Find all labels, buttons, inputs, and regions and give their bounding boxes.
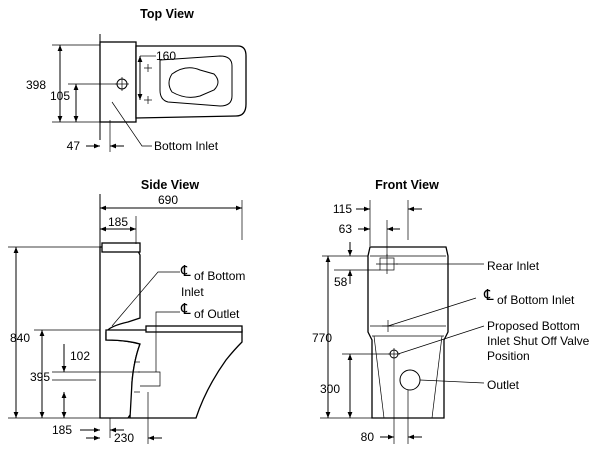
top-view: Top View 398 105 160 xyxy=(26,7,247,153)
shut-off-label-2: Inlet Shut Off Valve xyxy=(487,334,590,348)
seat-outline xyxy=(159,55,233,107)
outlet-leader xyxy=(419,379,485,384)
cl-bottom-inlet-label-b: Inlet xyxy=(181,285,204,299)
side-seat xyxy=(145,325,243,333)
front-view: Front View 115 63 xyxy=(312,178,590,444)
cl-outlet-leader xyxy=(155,311,180,372)
dim-185-top: 185 xyxy=(108,215,128,229)
front-body xyxy=(367,246,449,419)
cl-symbol-side-1: ℄ xyxy=(180,263,191,280)
side-view: Side View 690 185 840 102 3 xyxy=(8,178,245,445)
dim-80: 80 xyxy=(361,430,375,444)
dim-770: 770 xyxy=(312,331,332,345)
cl-outlet-label: of Outlet xyxy=(194,307,240,321)
bowl-opening xyxy=(168,67,219,98)
dim-398: 398 xyxy=(26,78,46,92)
inlet-marker-bottom xyxy=(144,96,152,104)
rear-inlet-label: Rear Inlet xyxy=(487,259,540,273)
dim-102: 102 xyxy=(70,349,90,363)
dim-300: 300 xyxy=(320,382,340,396)
bottom-inlet-leader xyxy=(111,101,152,147)
cl-symbol-front: ℄ xyxy=(483,287,494,304)
dim-840: 840 xyxy=(10,331,30,345)
dim-185-bottom: 185 xyxy=(52,423,72,437)
dim-160: 160 xyxy=(156,49,176,63)
dim-230: 230 xyxy=(114,431,134,445)
dim-395: 395 xyxy=(30,370,50,384)
side-bowl-body xyxy=(105,329,243,419)
dim-58: 58 xyxy=(334,275,348,289)
outlet-label: Outlet xyxy=(487,378,520,392)
dim-690: 690 xyxy=(158,193,178,207)
cl-front-leader xyxy=(387,297,477,327)
side-view-title: Side View xyxy=(141,178,199,192)
cl-front-bottom-inlet-label: of Bottom Inlet xyxy=(497,293,575,307)
tank-outline xyxy=(99,41,137,123)
side-outlet-trap xyxy=(138,371,161,387)
bowl-outline xyxy=(135,45,247,119)
dim-63: 63 xyxy=(339,222,353,236)
cl-bottom-inlet-label-a: of Bottom xyxy=(194,269,245,283)
dim-47: 47 xyxy=(67,139,81,153)
dim-105: 105 xyxy=(50,89,70,103)
cl-symbol-side-2: ℄ xyxy=(180,301,191,318)
bottom-inlet-label: Bottom Inlet xyxy=(154,139,219,153)
top-view-title: Top View xyxy=(140,7,194,21)
front-view-title: Front View xyxy=(375,178,439,192)
shut-off-label-1: Proposed Bottom xyxy=(487,319,580,333)
inlet-marker-top xyxy=(144,64,152,72)
side-tank-lid xyxy=(101,242,141,253)
shut-off-label-3: Position xyxy=(487,349,530,363)
cl-bottom-inlet-leader xyxy=(111,271,180,327)
dim-115: 115 xyxy=(333,202,352,216)
shut-off-leader xyxy=(397,325,485,355)
